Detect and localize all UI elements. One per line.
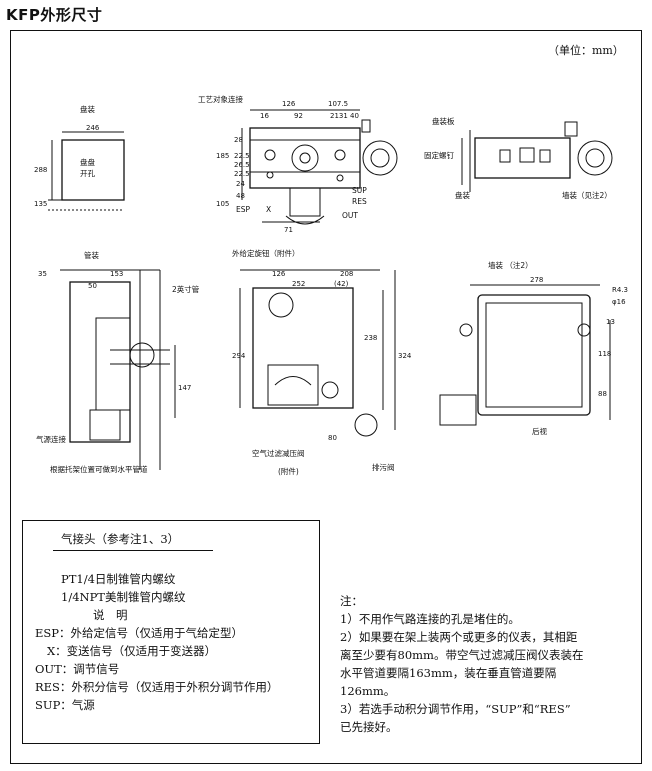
side-top-view [362,121,613,192]
front-left-dim-22a: 22.5 [234,152,250,160]
panel-plate-label: 盘装板 [432,116,455,126]
panel-view-label: 盘装 [80,104,95,114]
air-connection-label: 气源连接 [36,434,66,444]
front-middle-view [239,269,396,437]
notes-label: 注： [340,594,363,608]
page-title: KFP外形尺寸 [6,6,103,24]
note-line-3: 离至少要有80mm。带空气过滤减压阀仪表装在 [340,648,584,662]
front-top-dim-92: 92 [294,112,303,120]
legend-header: 气接头（参考注1、3） [61,532,180,546]
legend-item-x: X：变送信号（仅适用于变送器） [47,644,217,658]
note-line-2: 2）如果要在架上装两个或更多的仪表，其相距 [340,630,578,644]
pipe-dim-35: 35 [38,270,47,278]
mid-dim-238: 238 [364,334,377,342]
note-line-5: 126mm。 [340,684,396,698]
mid-dim-324: 324 [398,352,412,360]
wall-dim-r43: R4.3 [612,286,628,294]
setpoint-knob-label: 外给定旋钮（附件） [232,248,300,258]
pipe-bottom-note: 根据托架位置可做到水平管道 [50,464,148,474]
front-left-dim-48: 48 [236,192,245,200]
wall-dim-278: 278 [530,276,543,284]
drain-valve-label: 排污阀 [372,462,395,472]
mid-dim-252: 252 [292,280,305,288]
port-out-label: OUT [342,211,358,220]
side-panel-label: 盘装 [455,190,470,200]
front-left-dim-22b: 22.5 [234,170,250,178]
air-filter-attach-label: (附件) [278,466,299,476]
front-left-dim-28: 28 [234,136,243,144]
panel-offset-dim: 135 [34,200,47,208]
front-left-dim-105: 105 [216,200,229,208]
side-wall-label: 墙装（见注2） [562,190,612,200]
panel-hole-label-2: 开孔 [80,169,95,178]
legend-item-out: OUT：调节信号 [35,662,120,676]
mid-dim-294: 294 [232,352,246,360]
pipe-2inch-label: 2英寸管 [172,284,200,294]
note-line-7: 已先接好。 [340,720,398,734]
drawing-frame [10,30,642,764]
legend-item-sup: SUP：气源 [35,698,95,712]
pipe-dim-147: 147 [178,384,191,392]
panel-cutout-view [48,131,125,211]
air-filter-label: 空气过滤减压阀 [252,448,305,458]
note-line-6: 3）若选手动积分调节作用，“SUP”和“RES” [340,702,571,716]
mid-dim-208: 208 [340,270,353,278]
pipe-dim-50: 50 [88,282,97,290]
legend-desc: 说 明 [93,608,128,622]
front-left-dim-24: 24 [236,180,245,188]
pipe-dim-153: 153 [110,270,123,278]
mid-dim-80: 80 [328,434,337,442]
wall-dim-phi16: φ16 [612,298,626,306]
wall-dim-118: 118 [598,350,611,358]
mid-dim-126: 126 [272,270,286,278]
legend-thread-npt: 1/4NPT美制锥管内螺纹 [61,590,186,604]
wall-view-label: 墙装 （注2） [488,260,533,270]
fixing-screw-label: 固定螺钉 [424,150,454,160]
note-line-4: 水平管道要隔163mm，装在垂直管道要隔 [340,666,557,680]
process-connection-label: 工艺对象连接 [198,94,243,104]
panel-hole-label-1: 盘盘 [80,157,95,167]
unit-label: （单位：mm） [548,44,624,57]
legend-header-underline [53,550,213,551]
mid-dim-42: (42) [334,280,349,288]
panel-height-dim: 288 [34,166,47,174]
pipe-mount-view [60,269,176,470]
connector-legend: 气接头（参考注1、3） PT1/4日制锥管内螺纹 1/4NPT美制锥管内螺纹 说… [22,520,320,744]
note-line-1: 1）不用作气路连接的孔是堵住的。 [340,612,520,626]
port-x-label: X [266,205,271,214]
legend-item-esp: ESP：外给定信号（仅适用于气给定型） [35,626,244,640]
front-top-dim-40: 40 [350,112,359,120]
notes-block: 注： 1）不用作气路连接的孔是堵住的。 2）如果要在架上装两个或更多的仪表，其相… [340,592,630,736]
pipe-view-label: 管装 [84,250,99,260]
panel-width-dim: 246 [86,124,100,132]
port-res-label: RES [352,197,367,206]
wall-mount-view [439,284,611,426]
front-top-dim-2131: 2131 [330,112,348,120]
front-top-dim-126: 126 [282,100,296,108]
front-top-dim-16: 16 [260,112,269,120]
legend-item-res: RES：外积分信号（仅适用于外积分调节作用） [35,680,279,694]
port-esp-label: ESP [236,205,250,214]
wall-dim-13: 13 [606,318,615,326]
front-left-dim-26: 26.5 [234,161,250,169]
front-top-dim-107: 107.5 [328,100,348,108]
wall-dim-88: 88 [598,390,607,398]
legend-thread-pt: PT1/4日制锥管内螺纹 [61,572,176,586]
port-sup-label: SUP [352,186,367,195]
back-view-label: 后视 [532,426,547,436]
front-left-dim-185: 185 [216,152,229,160]
front-bottom-dim-71: 71 [284,226,293,234]
front-top-view [241,109,371,225]
